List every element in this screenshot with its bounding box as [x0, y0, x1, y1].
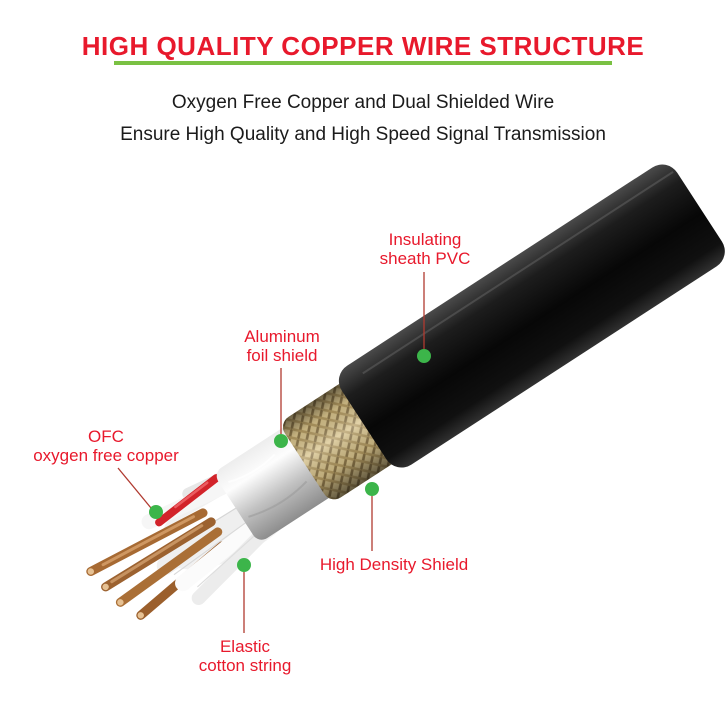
label-line: OFC	[88, 427, 124, 446]
label-line: sheath PVC	[379, 249, 471, 268]
label-line: Elastic	[219, 637, 271, 656]
label-line: cotton string	[198, 656, 292, 675]
pvc-sheath-layer	[338, 164, 725, 468]
inner-red-wire	[155, 474, 221, 527]
label-line: High Density Shield	[319, 555, 469, 574]
marker-dot-high-density	[365, 482, 379, 496]
marker-dot-elastic-cotton	[237, 558, 251, 572]
connector-ofc-copper	[117, 467, 152, 509]
marker-dot-ofc-copper	[149, 505, 163, 519]
label-line: oxygen free copper	[33, 446, 179, 465]
label-line: Insulating	[388, 230, 462, 249]
annotation-connector-lines	[117, 272, 425, 633]
marker-dot-aluminum-foil	[274, 434, 288, 448]
cable-illustration	[86, 164, 725, 620]
label-line: foil shield	[246, 346, 318, 365]
label-elastic-cotton-string: Elastic cotton string	[199, 637, 292, 675]
label-line: Aluminum	[244, 327, 320, 346]
subtitle-line-1: Oxygen Free Copper and Dual Shielded Wir…	[171, 92, 555, 113]
title-underline-bar	[114, 61, 612, 65]
copper-wires	[86, 508, 227, 620]
label-insulating-sheath-pvc: Insulating sheath PVC	[380, 230, 471, 268]
marker-dot-insulating-sheath	[417, 349, 431, 363]
label-high-density-shield: High Density Shield	[320, 555, 468, 574]
label-aluminum-foil-shield: Aluminum foil shield	[244, 327, 320, 365]
marker-dots	[149, 349, 431, 572]
subtitle-line-2: Ensure High Quality and High Speed Signa…	[120, 124, 606, 145]
page-title: HIGH QUALITY COPPER WIRE STRUCTURE	[81, 31, 645, 61]
label-ofc-oxygen-free-copper: OFC oxygen free copper	[33, 427, 179, 465]
